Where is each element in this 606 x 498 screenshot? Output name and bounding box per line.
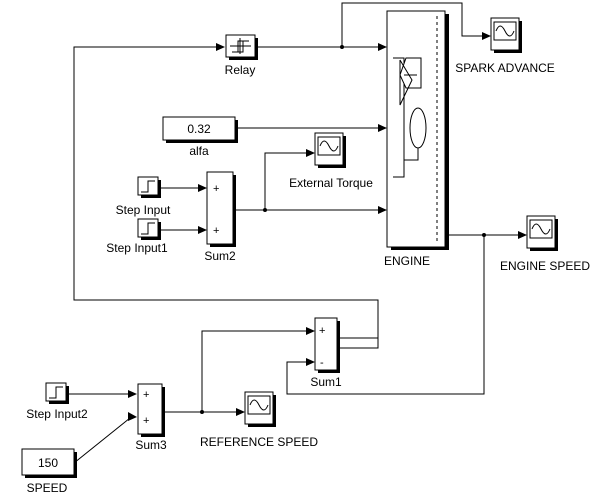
sum1-block[interactable]: + - Sum1 [310, 317, 342, 389]
engine-label: ENGINE [384, 254, 430, 268]
sum3-sign-2: + [143, 415, 149, 427]
speed-value: 150 [38, 456, 58, 470]
alfa-block[interactable]: 0.32 alfa [162, 116, 238, 158]
external-torque-scope[interactable]: External Torque [289, 132, 373, 190]
external-torque-label: External Torque [289, 176, 373, 190]
sum2-sign-1: + [213, 183, 219, 195]
step-input2-block[interactable]: Step Input2 [26, 382, 88, 421]
sum3-sign-1: + [143, 389, 149, 401]
sum2-block[interactable]: + + Sum2 [204, 171, 236, 263]
reference-speed-scope[interactable]: REFERENCE SPEED [200, 391, 318, 449]
step-icon [141, 222, 155, 235]
engine-block[interactable]: ENGINE [384, 10, 449, 268]
wire-speed-feedback[interactable] [286, 235, 485, 395]
spark-advance-scope[interactable]: SPARK ADVANCE [455, 17, 555, 75]
wire-spark-branch[interactable] [341, 2, 484, 47]
scope-icon [249, 399, 269, 411]
step-icon [141, 180, 155, 193]
step-input1-label: Step Input1 [106, 241, 168, 255]
wire-sum2-torque[interactable] [264, 152, 308, 210]
relay-label: Relay [225, 63, 256, 77]
step-input-block[interactable]: Step Input [116, 176, 171, 217]
step-input-label: Step Input [116, 203, 171, 217]
alfa-value: 0.32 [187, 122, 211, 136]
scope-icon [495, 25, 515, 37]
scope-icon [319, 140, 339, 152]
wire-sum3-sum1[interactable] [201, 330, 308, 412]
sum2-label: Sum2 [204, 249, 236, 263]
wire-sum1-out-loop[interactable] [73, 46, 379, 339]
step-input2-label: Step Input2 [26, 407, 88, 421]
sum3-label: Sum3 [135, 438, 167, 452]
reference-speed-label: REFERENCE SPEED [200, 435, 318, 449]
relay-block[interactable]: Relay [225, 34, 258, 77]
sum1-sign-2: - [320, 357, 324, 369]
sum2-sign-2: + [213, 225, 219, 237]
sum1-sign-1: + [319, 325, 325, 337]
wire-feedback-relay[interactable] [338, 304, 379, 349]
speed-block[interactable]: 150 SPEED [21, 448, 77, 495]
speed-label: SPEED [27, 481, 68, 495]
engine-speed-label: ENGINE SPEED [500, 259, 590, 273]
wire-speed-sum3[interactable] [73, 417, 131, 464]
alfa-label: alfa [189, 144, 209, 158]
step-input1-block[interactable]: Step Input1 [106, 218, 168, 255]
engine-speed-scope[interactable]: ENGINE SPEED [500, 215, 590, 273]
sum3-block[interactable]: + + Sum3 [135, 383, 167, 452]
engine-icon [393, 16, 438, 242]
step-icon [49, 386, 63, 399]
signal-lines [67, 2, 527, 464]
relay-icon [230, 38, 251, 54]
scope-icon [531, 223, 551, 235]
spark-advance-label: SPARK ADVANCE [455, 61, 555, 75]
sum1-label: Sum1 [310, 375, 342, 389]
